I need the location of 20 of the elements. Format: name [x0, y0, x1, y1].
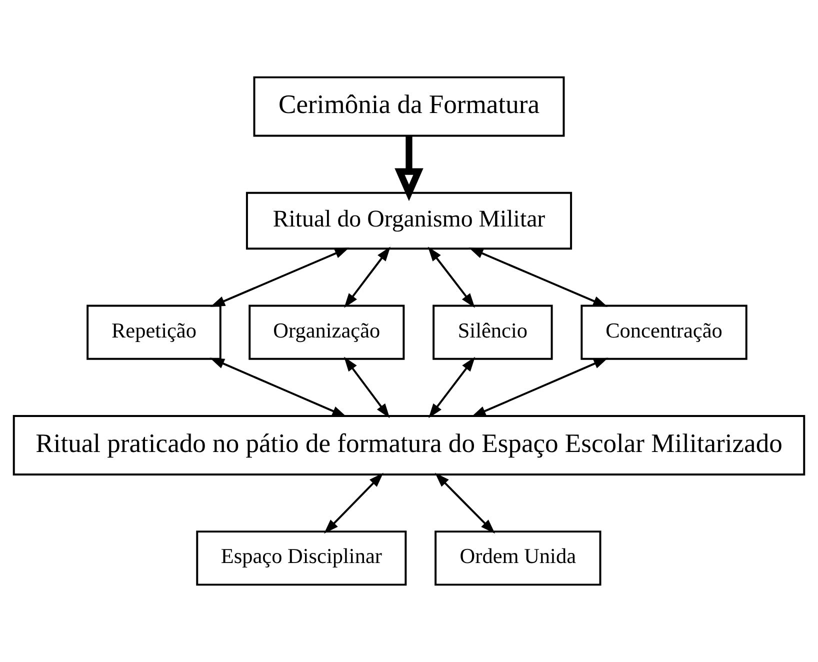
arrow [428, 356, 476, 418]
node-box: Ritual do Organismo Militar [246, 192, 572, 250]
node-box: Silêncio [432, 304, 553, 360]
arrow [344, 246, 390, 308]
node-box: Repetição [86, 304, 222, 360]
arrow [428, 246, 475, 308]
arrow [468, 248, 608, 307]
node-box: Ritual praticado no pátio de formatura do Espaço Escolar Militarizado [12, 415, 806, 476]
arrow [324, 472, 384, 534]
arrow [471, 358, 608, 418]
node-box: Concentração [580, 304, 748, 360]
arrow [434, 472, 496, 534]
arrow [344, 356, 390, 418]
arrow [394, 136, 424, 202]
node-box: Espaço Disciplinar [196, 530, 407, 586]
node-box: Ordem Unida [434, 530, 602, 586]
node-box: Cerimônia da Formatura [253, 76, 565, 137]
node-box: Organização [248, 304, 405, 360]
arrow [210, 248, 350, 307]
arrow [210, 358, 347, 418]
